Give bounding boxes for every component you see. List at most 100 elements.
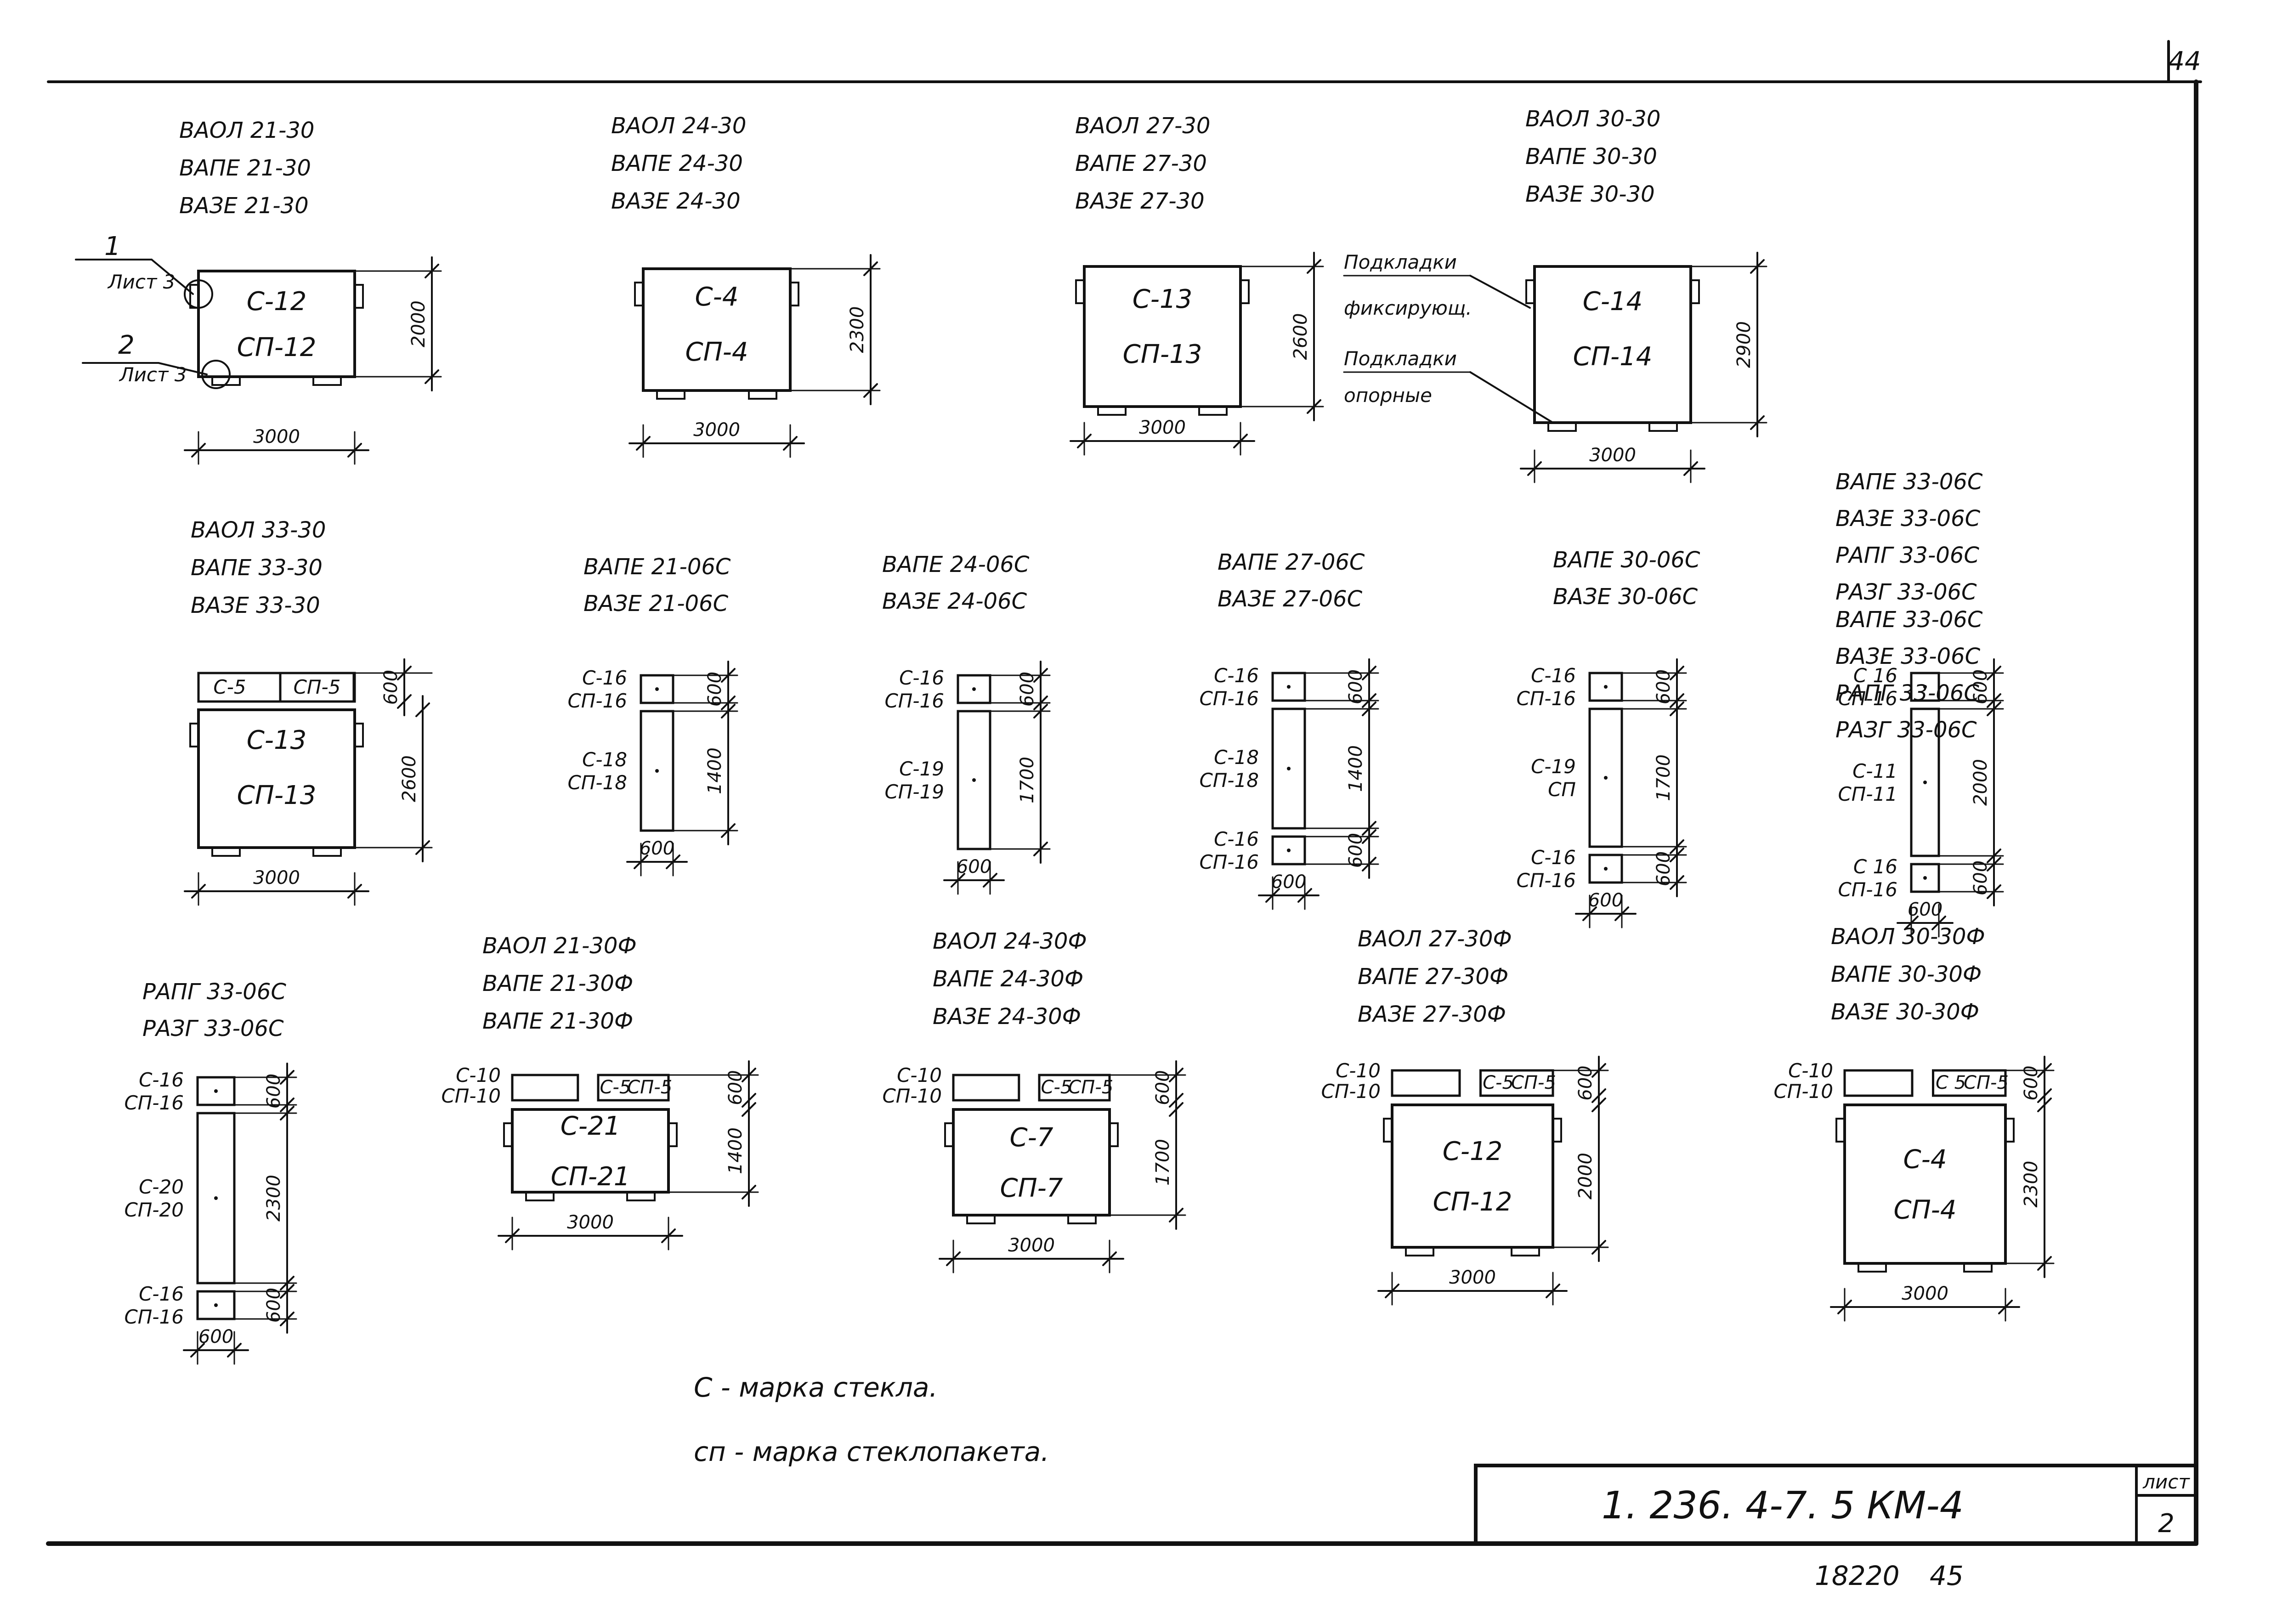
- glass-mark: С 5: [1936, 1072, 1966, 1093]
- block-title: РАЗГ 33-06С: [1835, 579, 1977, 605]
- glass-unit-mark: СП-10: [1321, 1080, 1381, 1103]
- glass-pane: [1588, 672, 1623, 702]
- center-dot: [1287, 767, 1291, 770]
- dimension-height-label: 600: [1970, 860, 1991, 895]
- drawing-code: 1. 236. 4-7. 5 КМ-4: [1602, 1484, 1964, 1528]
- footer-number: 18220: [1815, 1560, 1900, 1591]
- fixing-pad: [789, 282, 799, 306]
- dimension-height-label: 600: [1152, 1070, 1173, 1105]
- dimension-height-label: 2600: [1290, 313, 1311, 360]
- support-pad: [1963, 1262, 1993, 1273]
- block-title: ВАЗЕ 33-06С: [1835, 506, 1981, 532]
- glass-mark: С-10: [1788, 1059, 1833, 1082]
- dimension-tick: [1837, 1300, 1852, 1314]
- glass-unit-mark: СП-4: [685, 337, 748, 367]
- glass-unit-mark: СП-5: [627, 1077, 672, 1098]
- fixing-pad: [668, 1122, 678, 1147]
- block-title: ВАЗЕ 33-30: [191, 593, 320, 618]
- dimension-width-label: 3000: [1449, 1267, 1496, 1288]
- block-title: ВАПЕ 33-30: [191, 555, 323, 581]
- dimension-tick: [1683, 461, 1698, 476]
- dimension-tick: [227, 1343, 242, 1358]
- block-title: ВАОЛ 27-30: [1075, 113, 1210, 139]
- block-title: ВАПЕ 30-30: [1525, 144, 1657, 170]
- fixing-pad: [354, 723, 364, 747]
- center-dot: [655, 687, 659, 691]
- block-title: ВАПЕ 27-30Ф: [1358, 964, 1508, 990]
- glass-mark: С-7: [1010, 1123, 1053, 1153]
- glass-mark: С-12: [247, 287, 307, 317]
- dimension-width-label: 600: [198, 1326, 233, 1347]
- center-dot: [1604, 776, 1608, 780]
- glass-mark: С-10: [897, 1064, 942, 1086]
- dimension-height-label: 600: [263, 1288, 284, 1323]
- block-title: ВАПЕ 33-06С: [1835, 607, 1983, 633]
- glass-pane-transom-left: [511, 1074, 579, 1102]
- block-title: ВАЗЕ 27-30Ф: [1358, 1002, 1506, 1027]
- glass-unit-mark: СП-10: [882, 1085, 942, 1107]
- glass-unit-mark: СП-16: [1838, 878, 1897, 901]
- glass-mark: С-12: [1443, 1137, 1503, 1166]
- glass-unit-mark: СП-5: [294, 676, 341, 698]
- pads-fixing-label: фиксирующ.: [1344, 297, 1472, 319]
- dimension-height-label: 600: [1575, 1065, 1596, 1100]
- footer-number: 45: [1930, 1560, 1964, 1591]
- center-dot: [1923, 781, 1927, 784]
- dimension-width-label: 3000: [253, 867, 300, 888]
- dimension-tick: [1904, 916, 1919, 930]
- dimension-tick: [1527, 461, 1542, 476]
- glass-mark: С-4: [1903, 1145, 1947, 1175]
- block-title: ВАЗЕ 27-30: [1075, 188, 1205, 214]
- dimension-height-label: 600: [1017, 672, 1038, 707]
- glass-unit-mark: СП-16: [1199, 687, 1259, 710]
- glass-pane: [1910, 863, 1940, 893]
- glass-pane: [196, 1112, 236, 1284]
- dimension-width-label: 600: [1908, 899, 1943, 920]
- dimension-tick: [1297, 888, 1312, 903]
- block-title: ВАПЕ 33-06С: [1835, 469, 1983, 495]
- block-title: ВАОЛ 21-30: [179, 118, 314, 143]
- glass-pane-transom-right: [1479, 1069, 1554, 1097]
- dimension-tick: [1546, 1284, 1560, 1298]
- glass-pane-transom-right: [597, 1074, 670, 1102]
- glass-mark: С-10: [456, 1064, 501, 1086]
- glass-mark: С-18: [582, 748, 627, 771]
- dimension-width-label: 3000: [693, 419, 740, 441]
- glass-unit-mark: СП-7: [1000, 1173, 1063, 1203]
- glass-mark: С-16: [139, 1069, 184, 1091]
- glass-pane: [1271, 672, 1306, 702]
- glass-unit-mark: СП-16: [124, 1092, 184, 1114]
- block-title: ВАПЕ 21-30: [179, 155, 311, 181]
- glass-unit-mark: СП-12: [237, 333, 317, 362]
- dimension-width-label: 3000: [253, 426, 300, 447]
- dimension-height-label: 600: [263, 1074, 284, 1109]
- glass-mark: С-13: [1133, 284, 1193, 314]
- block-title: ВАПЕ 27-06С: [1218, 549, 1365, 575]
- glass-mark: С-5: [1483, 1072, 1514, 1093]
- fixing-pad: [503, 1122, 513, 1147]
- fixing-pad: [1690, 279, 1700, 304]
- dimension-tick: [742, 1102, 756, 1117]
- dimension-height-label: 1400: [1345, 745, 1366, 792]
- dimension-width-label: 600: [1271, 871, 1306, 893]
- glass-pane-transom-right: [1038, 1074, 1111, 1102]
- center-dot: [214, 1196, 218, 1200]
- pads-support-label: Подкладки: [1344, 347, 1457, 370]
- dimension-tick: [1385, 1284, 1399, 1298]
- block-title: ВАПЕ 21-30Ф: [482, 1008, 633, 1034]
- glass-mark: С-20: [139, 1176, 184, 1198]
- block-title: ВАЗЕ 30-30Ф: [1831, 999, 1979, 1025]
- fixing-pad: [1525, 279, 1535, 304]
- dimension-tick: [397, 694, 412, 709]
- block-title: ВАПЕ 24-30Ф: [933, 966, 1083, 992]
- glass-mark: С-19: [899, 758, 944, 780]
- dimension-width-label: 3000: [1902, 1283, 1948, 1304]
- glass-mark: С-13: [247, 725, 307, 755]
- block-title: ВАОЛ 30-30: [1525, 106, 1660, 132]
- dimension-tick: [347, 443, 362, 458]
- glass-pane: [1588, 854, 1623, 884]
- glass-unit-mark: СП-12: [1433, 1187, 1512, 1217]
- dimension-height-label: 2300: [2021, 1161, 2042, 1208]
- block-title: РАПГ 33-06С: [142, 979, 286, 1005]
